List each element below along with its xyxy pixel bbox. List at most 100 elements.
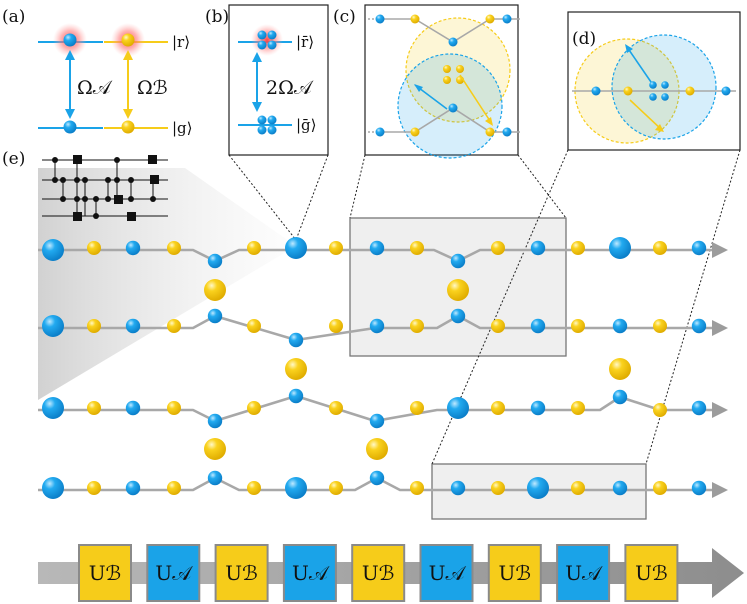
atom-species-a [691, 318, 707, 334]
atom-species-a [530, 400, 546, 416]
atom-species-b [247, 481, 261, 495]
atom-species-b [167, 481, 181, 495]
rydberg-glow-cluster [251, 24, 283, 56]
gate-ua [419, 544, 474, 602]
atom-species-b [87, 401, 101, 415]
gate-label: Uℬ [362, 561, 395, 585]
atom-species-a [612, 480, 628, 496]
gate-box-2: U𝒜 [146, 544, 201, 602]
mobile-atom-b [285, 358, 307, 380]
atom-species-b [653, 319, 667, 333]
atom-species-a [612, 318, 628, 334]
ket-r-bar: |r̄⟩ [296, 33, 314, 51]
atom-species-a [369, 413, 385, 429]
chain-line-3 [38, 394, 712, 423]
atom-species-a [285, 237, 307, 259]
atom-species-b [653, 241, 667, 255]
atom-species-a [447, 397, 469, 419]
atom-species-b [247, 241, 261, 255]
atom-species-b [167, 401, 181, 415]
atom-species-a [530, 318, 546, 334]
gate-ua [556, 544, 611, 602]
panel-c: (c) [333, 4, 520, 159]
gate-box-8: U𝒜 [556, 544, 611, 602]
ket-g: |g⟩ [172, 119, 193, 137]
gate-box-7: Uℬ [487, 544, 542, 602]
gate-label: U𝒜 [429, 561, 467, 585]
atom-species-b [653, 481, 667, 495]
atom-species-b [491, 241, 505, 255]
atom-species-b [571, 241, 585, 255]
atom-species-a [42, 239, 64, 261]
gate-box-1: Uℬ [78, 544, 132, 602]
gate-ub [487, 544, 542, 602]
chain-arrowhead-2 [712, 320, 728, 336]
atom-species-a [288, 388, 304, 404]
panel-d: (d) [567, 11, 741, 151]
atom-species-b [410, 401, 424, 415]
atom-species-b [571, 481, 585, 495]
atom-species-b [653, 403, 667, 417]
panel-label-d: (d) [572, 29, 596, 49]
gate-box-6: U𝒜 [419, 544, 474, 602]
gate-sequence: Uℬ U𝒜 Uℬ U𝒜 Uℬ U𝒜 Uℬ U𝒜 Uℬ [38, 544, 744, 602]
atom-species-b [571, 401, 585, 415]
atom-species-a [369, 470, 385, 486]
mobile-atom-b [447, 279, 469, 301]
atom-species-a [125, 400, 141, 416]
gate-label: Uℬ [89, 561, 122, 585]
atom-species-a [530, 240, 546, 256]
panel-label-b: (b) [205, 7, 229, 27]
gate-ub [351, 544, 406, 602]
gate-label: Uℬ [635, 561, 668, 585]
gate-ua [146, 544, 201, 602]
two-omega-a-label: 2Ω𝒜 [266, 77, 314, 99]
atom-species-a [450, 308, 466, 324]
atom-species-a [125, 318, 141, 334]
gate-label: U𝒜 [292, 561, 330, 585]
atom-species-a [450, 480, 466, 496]
atom-species-b [87, 319, 101, 333]
atom-species-b [87, 241, 101, 255]
atom-species-a [207, 470, 223, 486]
gate-label: U𝒜 [155, 561, 193, 585]
gate-ub [624, 544, 679, 602]
gate-ub [78, 544, 132, 602]
atom-chains [38, 237, 728, 499]
atom-species-a [691, 480, 707, 496]
panel-b: (b) 2Ω𝒜 |r̄⟩ |ḡ⟩ [205, 4, 329, 156]
atom-species-a [125, 480, 141, 496]
atom-species-a [207, 413, 223, 429]
atom-species-b [167, 319, 181, 333]
atom-species-b [410, 481, 424, 495]
atom-species-a [369, 240, 385, 256]
mobile-atom-b [366, 438, 388, 460]
panel-label-c: (c) [333, 7, 356, 27]
ket-g-bar: |ḡ⟩ [296, 116, 317, 134]
atom-species-a [207, 253, 223, 269]
cluster-excited [257, 30, 277, 50]
gate-label: U𝒜 [565, 561, 603, 585]
zoom-shade [38, 168, 296, 400]
atom-species-a [207, 308, 223, 324]
gate-box-3: Uℬ [214, 544, 269, 602]
mobile-atom-b [609, 358, 631, 380]
omega-b-label: Ωℬ [137, 77, 168, 99]
circuit-diagram: (e) [2, 149, 168, 221]
atom-species-a [369, 318, 385, 334]
panel-d-box [567, 11, 741, 151]
panel-label-e: (e) [2, 149, 25, 169]
atom-species-b [491, 319, 505, 333]
gate-ub [214, 544, 269, 602]
atom-species-b [247, 401, 261, 415]
gate-label: Uℬ [499, 561, 532, 585]
chain-arrowhead-1 [712, 242, 728, 258]
mobile-atom-b [204, 279, 226, 301]
highlight-box-c [349, 217, 567, 357]
gate-box-5: Uℬ [351, 544, 406, 602]
atom-species-b [410, 241, 424, 255]
panel-a: (a) Ω𝒜 Ωℬ |r⟩ |g⟩ [2, 7, 193, 137]
atom-species-a [42, 477, 64, 499]
chain-arrowhead-4 [712, 482, 728, 498]
